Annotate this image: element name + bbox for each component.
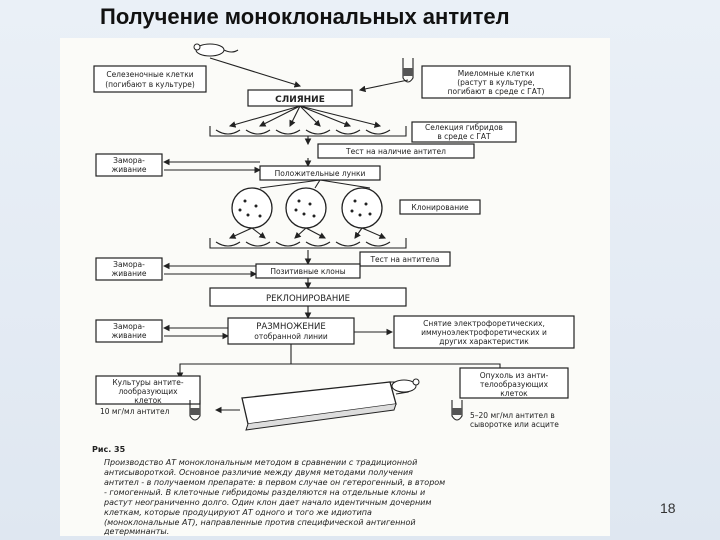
freezing-1-note: живание (111, 165, 146, 174)
antibody-test-1-label: Тест на наличие антител (345, 147, 446, 156)
fusion-label: СЛИЯНИЕ (275, 95, 325, 105)
monoclonal-flowchart: Селезеночные клетки (погибают в культуре… (92, 43, 575, 536)
caption-line-8: детерминанты. (103, 527, 169, 536)
scanned-figure: Селезеночные клетки (погибают в культуре… (60, 38, 610, 536)
freezing-2-label: Замора- (113, 260, 145, 269)
characteristics-line-1: Снятие электрофоретических, (423, 319, 545, 328)
expansion-note: отобранной линии (254, 332, 328, 341)
spleen-cells-note: (погибают в культуре) (105, 80, 195, 89)
freezing-3-box (95, 319, 163, 343)
ascites-yield-line-2: сыворотке или асците (470, 420, 559, 429)
tumor-line-1: Опухоль из анти- (480, 371, 549, 380)
freezing-1-label: Замора- (113, 156, 145, 165)
myeloma-cells-box (421, 65, 571, 99)
hybrid-selection-note: в среде с ГАТ (437, 132, 491, 141)
myeloma-cells-label: Миеломные клетки (458, 69, 535, 78)
well-plate-2 (209, 238, 407, 249)
mouse-icon-bottom (391, 378, 420, 393)
positive-wells-label: Положительные лунки (275, 169, 366, 178)
figure-number: Рис. 35 (92, 445, 126, 454)
antibody-test-1-box (317, 143, 475, 159)
freezing-3-label: Замора- (113, 322, 145, 331)
tumor-box (459, 367, 569, 399)
culture-cells-line-1: Культуры антите- (112, 378, 184, 387)
recloning-label: РЕКЛОНИРОВАНИЕ (266, 294, 350, 304)
cloning-box (399, 199, 481, 215)
ascites-yield-line-1: 5–20 мг/мл антител в (470, 411, 555, 420)
culture-cells-line-2: лообразующих (118, 387, 178, 396)
caption-line-6: клеткам, которые продуцируют АТ одного и… (104, 508, 372, 517)
culture-flask-icon (241, 381, 409, 431)
caption-line-2: антисывороткой. Основное различие между … (104, 468, 413, 477)
caption-line-7: (моноклональные АТ), направленные против… (104, 518, 416, 527)
myeloma-cells-note-1: (растут в культуре, (457, 78, 535, 87)
mouse-icon (193, 43, 239, 57)
test-tube-bottom-right-icon (451, 400, 463, 421)
freezing-1-box (95, 153, 163, 177)
caption-line-1: Производство АТ моноклональным методом в… (104, 458, 417, 467)
characteristics-line-3: других характеристик (439, 337, 529, 346)
page-number: 18 (660, 500, 676, 516)
myeloma-cells-note-2: погибают в среде с ГАТ) (448, 87, 545, 96)
caption-line-4: - гомогенный. В клеточные гибридомы разд… (104, 488, 425, 497)
characteristics-box (393, 315, 575, 349)
cloning-label: Клонирование (411, 203, 469, 212)
culture-dish-2 (285, 187, 327, 229)
hybrid-selection-label: Селекция гибридов (425, 123, 503, 132)
caption-line-5: растут неограниченно долго. Один клон да… (103, 498, 431, 507)
culture-dish-1 (231, 187, 273, 229)
antibody-test-2-box (359, 251, 451, 267)
expansion-label: РАЗМНОЖЕНИЕ (256, 322, 325, 332)
culture-cells-box (95, 375, 201, 405)
well-plate-1 (209, 126, 407, 137)
characteristics-line-2: иммуноэлектрофоретических и (421, 328, 547, 337)
culture-cells-line-3: клеток (134, 396, 162, 405)
test-tube-icon (402, 58, 414, 83)
tumor-line-2: телообразующих (480, 380, 549, 389)
spleen-cells-label: Селезеночные клетки (106, 70, 193, 79)
freezing-3-note: живание (111, 331, 146, 340)
expansion-box (227, 317, 355, 345)
antibody-test-2-label: Тест на антитела (369, 255, 439, 264)
tumor-line-3: клеток (500, 389, 528, 398)
culture-yield-label: 10 мг/мл антител (100, 407, 170, 416)
hybrid-selection-box (411, 121, 517, 143)
caption-line-3: антител - в получаемом препарате: в перв… (104, 478, 445, 487)
positive-clones-label: Позитивные клоны (270, 267, 345, 276)
slide-title: Получение моноклональных антител (100, 4, 510, 29)
spleen-cells-box (93, 65, 207, 93)
freezing-2-note: живание (111, 269, 146, 278)
culture-dish-3 (341, 187, 383, 229)
freezing-2-box (95, 257, 163, 281)
test-tube-bottom-icon (189, 400, 201, 421)
